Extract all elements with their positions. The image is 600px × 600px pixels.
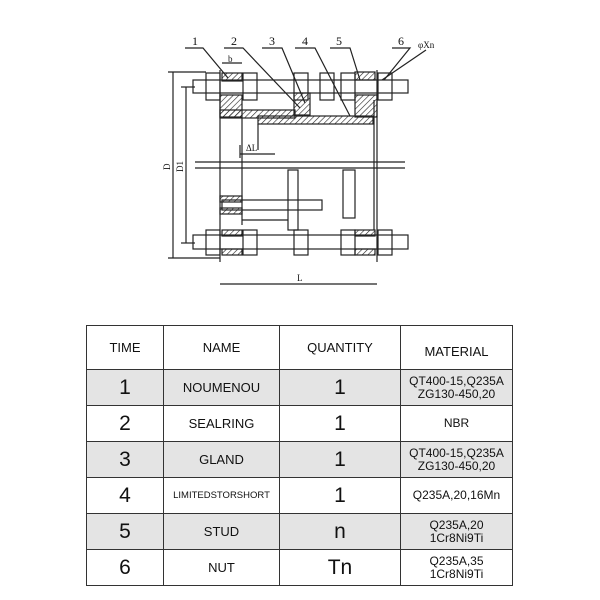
header-time: TIME xyxy=(86,325,164,370)
bolt-label: φXn xyxy=(418,40,435,50)
cell-quantity: n xyxy=(279,513,401,550)
cell-time: 2 xyxy=(86,405,164,442)
header-quantity: QUANTITY xyxy=(279,325,401,370)
material-line: QT400-15,Q235A xyxy=(409,445,504,460)
header-material: MATERIAL xyxy=(400,325,513,370)
cell-quantity: 1 xyxy=(279,477,401,514)
callout-3: 3 xyxy=(269,34,275,48)
table-row: 2 SEALRING 1 NBR xyxy=(86,405,513,442)
cell-name: GLAND xyxy=(163,441,280,478)
cell-name: LIMITEDSTORSHORT xyxy=(163,477,280,514)
table-header: TIME NAME QUANTITY MATERIAL xyxy=(86,325,513,370)
callout-4: 4 xyxy=(302,34,308,48)
cell-quantity: Tn xyxy=(279,549,401,586)
dim-L: L xyxy=(297,273,303,283)
cell-time: 4 xyxy=(86,477,164,514)
callout-5: 5 xyxy=(336,34,342,48)
dim-D: D xyxy=(162,163,172,170)
material-line: QT400-15,Q235A xyxy=(409,373,504,388)
cell-time: 1 xyxy=(86,369,164,406)
material-line: 1Cr8Ni9Ti xyxy=(429,530,484,545)
cell-quantity: 1 xyxy=(279,369,401,406)
material-line: 1Cr8Ni9Ti xyxy=(429,566,484,581)
cell-name: NOUMENOU xyxy=(163,369,280,406)
table-row: 4 LIMITEDSTORSHORT 1 Q235A,20,16Mn xyxy=(86,477,513,514)
material-line: Q235A,20,16Mn xyxy=(412,488,501,502)
cell-time: 5 xyxy=(86,513,164,550)
cell-name: SEALRING xyxy=(163,405,280,442)
header-name: NAME xyxy=(163,325,280,370)
material-line: Q235A,35 xyxy=(429,553,484,568)
cell-name: NUT xyxy=(163,549,280,586)
material-line: ZG130-450,20 xyxy=(417,458,496,473)
material-line: ZG130-450,20 xyxy=(417,386,496,401)
callout-1: 1 xyxy=(192,34,198,48)
callout-2: 2 xyxy=(231,34,237,48)
callout-6: 6 xyxy=(398,34,404,48)
dim-deltaL: ΔL xyxy=(246,143,257,153)
coupling-drawing: 1 2 3 4 5 6 φXn b ΔL L D D1 xyxy=(162,34,435,285)
cell-time: 6 xyxy=(86,549,164,586)
cell-time: 3 xyxy=(86,441,164,478)
dim-D1: D1 xyxy=(175,161,185,172)
cell-name: STUD xyxy=(163,513,280,550)
material-line: Q235A,20 xyxy=(429,517,484,532)
parts-table: TIME NAME QUANTITY MATERIAL 1 NOUMENOU 1… xyxy=(86,325,513,586)
material-line: NBR xyxy=(443,416,470,430)
dim-b: b xyxy=(228,54,233,64)
cell-quantity: 1 xyxy=(279,405,401,442)
cell-quantity: 1 xyxy=(279,441,401,478)
cell-material: NBR xyxy=(400,405,513,442)
cell-material: Q235A,20,16Mn xyxy=(400,477,513,514)
